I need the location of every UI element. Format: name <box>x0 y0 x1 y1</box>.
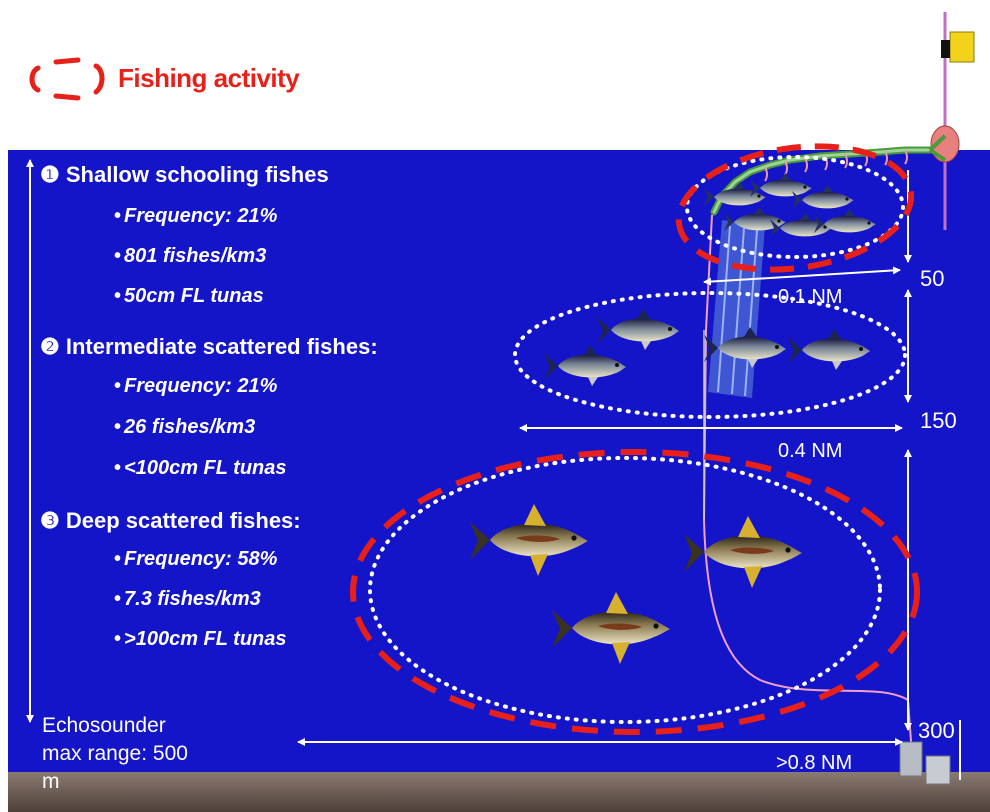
depth-label: 50 <box>920 266 945 291</box>
group-title: Shallow schooling fishes <box>65 162 329 187</box>
fishing-activity-legend: Fishing activity <box>118 63 300 93</box>
distance-label: >0.8 NM <box>776 752 853 774</box>
deep-school <box>368 456 882 724</box>
group-deep-stat: •7.3 fishes/km3 <box>114 588 261 610</box>
buoy-beacon <box>941 40 950 58</box>
echosounder-label: Echosounder max range: 500 m <box>42 714 188 793</box>
shallow-zone-outline <box>685 155 905 259</box>
fishing-zone-shallow <box>675 143 915 273</box>
group-deep-heading: ❸ Deep scattered fishes: <box>40 508 301 534</box>
fishing-zone-deep <box>350 449 920 735</box>
anchor-block <box>899 741 923 777</box>
buoy-flag <box>949 31 975 63</box>
group-marker: ❷ <box>40 334 60 359</box>
deep-zone-outline <box>368 456 882 724</box>
group-shallow-stat: •50cm FL tunas <box>114 285 264 307</box>
water-background <box>8 150 990 772</box>
group-marker: ❶ <box>40 162 60 187</box>
anchor-line <box>702 214 913 756</box>
group-intermediate-stat: •Frequency: 21% <box>114 375 278 397</box>
group-title: Deep scattered fishes: <box>65 508 301 533</box>
group-intermediate-heading: ❷ Intermediate scattered fishes: <box>40 334 378 360</box>
seabed <box>8 772 990 812</box>
distance-label: 0.1 NM <box>778 286 843 308</box>
depth-label: 300 <box>918 718 955 743</box>
fishing-activity-legend-symbol <box>29 57 105 101</box>
group-intermediate-stat: •<100cm FL tunas <box>114 457 287 479</box>
fad-raft <box>710 134 947 216</box>
group-deep-stat: •>100cm FL tunas <box>114 628 287 650</box>
group-marker: ❸ <box>40 508 60 533</box>
anchor-block <box>925 755 951 785</box>
group-shallow-stat: •801 fishes/km3 <box>114 245 267 267</box>
group-deep-stat: •Frequency: 58% <box>114 548 278 570</box>
depth-label: 150 <box>920 408 957 433</box>
group-shallow-heading: ❶ Shallow schooling fishes <box>40 162 329 188</box>
distance-label: 0.4 NM <box>778 440 843 462</box>
intermediate-zone-outline <box>513 291 907 419</box>
shallow-school <box>685 155 905 259</box>
intermediate-school <box>513 291 907 419</box>
group-intermediate-stat: •26 fishes/km3 <box>114 416 256 438</box>
range-arrow-0-1nm <box>703 266 901 286</box>
group-title: Intermediate scattered fishes: <box>65 334 378 359</box>
group-shallow-stat: •Frequency: 21% <box>114 205 278 227</box>
